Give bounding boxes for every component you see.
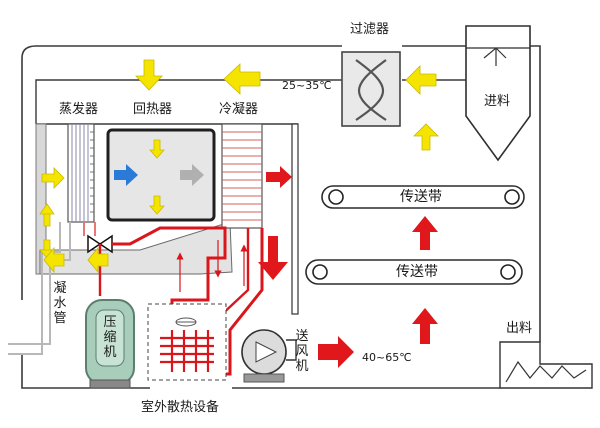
outdoor-coil: [160, 330, 214, 372]
reheater-box: [106, 128, 216, 222]
feed-hopper: [465, 25, 531, 162]
evaporator-ticks: [90, 131, 94, 213]
outdoor-unit-label: 室外散热设备: [141, 400, 220, 415]
baffle-plate: [291, 123, 299, 315]
condenser-coil: [221, 123, 263, 229]
air-flow-arrows: [39, 59, 439, 274]
arrow-down-reheat-2: [149, 195, 165, 215]
fan-icon: [175, 317, 197, 327]
refrigerant-line-hot: [112, 226, 264, 376]
hot-air-arrows: [258, 166, 438, 368]
filter-label: 过滤器: [350, 22, 390, 37]
belt-lower-label: 传送带: [396, 264, 438, 280]
arrow-up-right: [413, 123, 439, 151]
arrow-right-outlet: [318, 336, 354, 368]
condenser-label: 冷凝器: [219, 102, 259, 117]
belt-lower: [305, 259, 523, 285]
filter-box: [341, 51, 401, 127]
compressor-unit: [85, 299, 135, 389]
filter-icon: [355, 59, 387, 121]
arrow-left-lower-2: [43, 246, 65, 274]
blower-label: 送风机: [295, 329, 309, 374]
arrow-left-top: [223, 63, 261, 95]
condensate-label: 凝水管: [53, 281, 67, 326]
outdoor-heat-exchanger: [147, 303, 227, 381]
arrow-down-top: [135, 59, 163, 91]
compressor-label: 压缩机: [103, 315, 117, 360]
pulley-icon: [328, 189, 344, 205]
lower-partition: [39, 221, 233, 275]
condenser-fins: [222, 131, 262, 221]
blower-fan-icon: [241, 329, 297, 383]
duct-outline: [21, 45, 541, 342]
feed-label: 进料: [484, 94, 511, 109]
belt-upper-label: 传送带: [400, 189, 442, 205]
arrow-up-evap: [39, 203, 55, 227]
arrow-left-filter: [405, 65, 437, 95]
arrow-left-lower-1: [87, 246, 109, 274]
arrow-right-condenser: [266, 166, 292, 188]
belt-upper: [321, 185, 525, 209]
refrigerant-line-evap: [83, 222, 96, 236]
hopper-spout-icon: [483, 47, 507, 66]
arrow-down-reheat-1: [149, 139, 165, 159]
arrow-right-evap: [41, 167, 65, 189]
arrow-up-belt-lower: [412, 308, 438, 344]
discharge-outlet: [499, 341, 593, 389]
arrow-right-cool: [114, 164, 138, 186]
evaporator-label: 蒸发器: [59, 102, 99, 117]
evaporator-fins: [71, 124, 89, 222]
intake-temp-label: 25~35℃: [282, 79, 332, 92]
outlet-temp-label: 40~65℃: [362, 351, 412, 364]
arrow-right-neutral: [180, 164, 204, 186]
reheater-label: 回热器: [133, 102, 173, 117]
arrow-down-condenser: [258, 236, 288, 280]
discharge-label: 出料: [506, 321, 533, 336]
arrow-up-belt-upper: [412, 216, 438, 250]
